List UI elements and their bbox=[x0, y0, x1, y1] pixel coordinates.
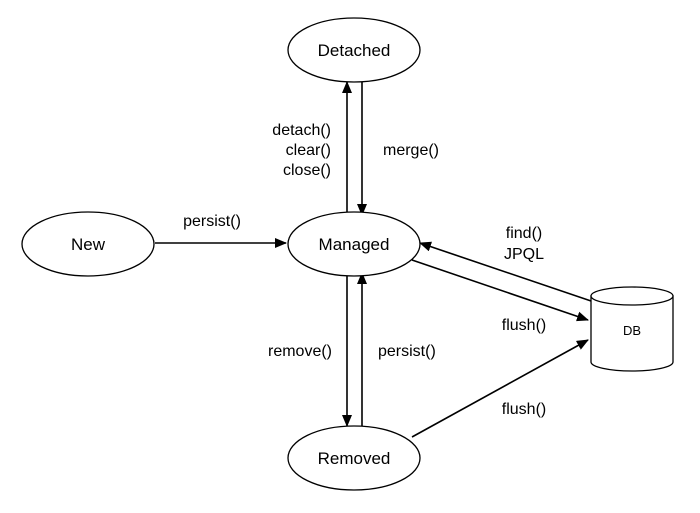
edge-label-detach: detach() bbox=[272, 122, 331, 139]
node-db: DB bbox=[590, 286, 674, 372]
node-new: New bbox=[21, 211, 155, 277]
node-managed: Managed bbox=[287, 211, 421, 277]
arrow-removed-to-db bbox=[411, 339, 589, 438]
arrow-managed-to-db bbox=[411, 259, 589, 322]
node-removed: Removed bbox=[287, 425, 421, 491]
edge-label-clear: clear() bbox=[286, 142, 331, 159]
edge-label-close: close() bbox=[283, 162, 331, 179]
edge-label-remove: remove() bbox=[268, 343, 332, 360]
node-detached-label: Detached bbox=[318, 41, 391, 60]
arrow-db-to-managed bbox=[419, 241, 595, 303]
edge-label-jpql: JPQL bbox=[504, 246, 544, 263]
edge-label-persist-new: persist() bbox=[183, 213, 241, 230]
edge-label-flush-removed: flush() bbox=[502, 401, 546, 418]
edge-label-find: find() bbox=[506, 225, 542, 242]
node-db-label: DB bbox=[623, 323, 641, 338]
edge-label-flush-managed: flush() bbox=[502, 317, 546, 334]
edge-label-merge: merge() bbox=[383, 142, 439, 159]
node-removed-label: Removed bbox=[318, 449, 391, 468]
node-managed-label: Managed bbox=[319, 235, 390, 254]
node-detached: Detached bbox=[287, 17, 421, 83]
node-new-label: New bbox=[71, 235, 106, 254]
edge-label-persist-removed: persist() bbox=[378, 343, 436, 360]
